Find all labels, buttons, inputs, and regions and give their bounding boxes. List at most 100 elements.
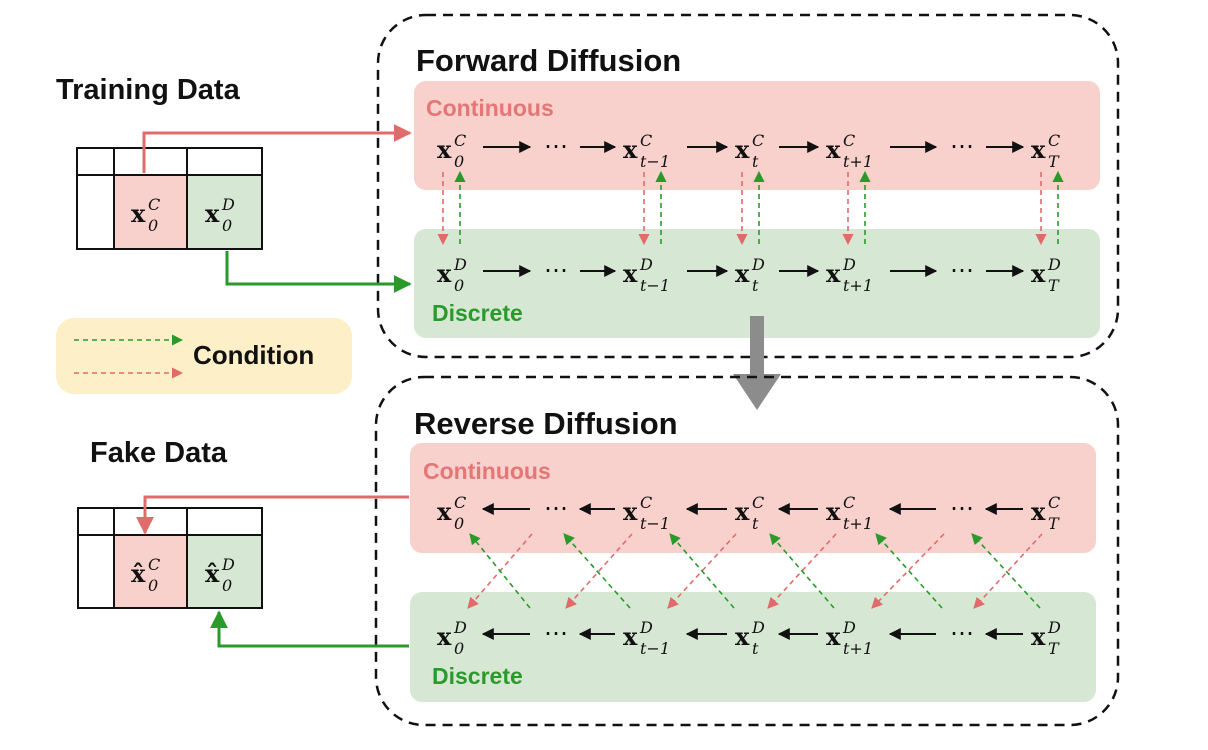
svg-text:C: C bbox=[1048, 493, 1060, 512]
svg-text:x: x bbox=[623, 135, 638, 164]
reverse-discrete-to-fake-arrow bbox=[210, 610, 409, 648]
svg-text:x: x bbox=[131, 199, 146, 228]
svg-text:x: x bbox=[437, 259, 452, 288]
svg-text:D: D bbox=[453, 255, 467, 274]
svg-text:x: x bbox=[826, 135, 841, 164]
reverse-condition-green-5 bbox=[971, 533, 1041, 609]
svg-text:D: D bbox=[639, 618, 653, 637]
fake-table-grid bbox=[77, 507, 263, 609]
reverse-discrete-panel bbox=[410, 592, 1096, 702]
svg-text:0: 0 bbox=[222, 576, 232, 595]
forward-dashed-border bbox=[376, 13, 1120, 359]
reverse-continuous-panel bbox=[410, 443, 1096, 553]
fake-cell-label-0: x̂C0 bbox=[131, 555, 160, 595]
svg-text:C: C bbox=[148, 555, 160, 574]
reverse-diffusion-block: Reverse Diffusion Continuous Discrete bbox=[374, 375, 1120, 727]
chain-arrows bbox=[481, 141, 1025, 640]
svg-text:x̂: x̂ bbox=[205, 559, 220, 588]
svg-text:t−1: t−1 bbox=[640, 639, 670, 658]
forward-continuous-ellipsis-1: ⋯ bbox=[950, 132, 974, 160]
forward-diffusion-block: Forward Diffusion Continuous Discrete bbox=[376, 13, 1120, 359]
svg-text:T: T bbox=[1048, 152, 1060, 171]
training-to-forward-discrete-arrow bbox=[225, 251, 412, 293]
reverse-condition-red-1 bbox=[565, 533, 633, 609]
training-data-title: Training Data bbox=[56, 74, 241, 106]
svg-text:0: 0 bbox=[454, 639, 464, 658]
svg-text:D: D bbox=[639, 255, 653, 274]
svg-text:x: x bbox=[1031, 622, 1046, 651]
forward-discrete-ellipsis-1: ⋯ bbox=[950, 256, 974, 284]
svg-text:t+1: t+1 bbox=[843, 639, 873, 658]
condition-arrows bbox=[437, 170, 1064, 609]
forward-discrete-ellipsis-0: ⋯ bbox=[544, 256, 568, 284]
svg-text:x: x bbox=[826, 622, 841, 651]
svg-text:t: t bbox=[752, 639, 759, 658]
reverse-continuous-ellipsis-0: ⋯ bbox=[544, 494, 568, 522]
reverse-continuous-label: Continuous bbox=[423, 458, 551, 484]
reverse-discrete-label: Discrete bbox=[432, 663, 523, 689]
forward-to-reverse-arrow bbox=[733, 316, 781, 410]
svg-text:T: T bbox=[1048, 276, 1060, 295]
reverse-title: Reverse Diffusion bbox=[414, 406, 678, 441]
training-cont-cell bbox=[114, 175, 187, 249]
svg-text:x: x bbox=[1031, 497, 1046, 526]
fake-disc-cell bbox=[187, 535, 262, 608]
reverse-condition-red-3 bbox=[767, 533, 837, 609]
svg-text:t+1: t+1 bbox=[843, 276, 873, 295]
svg-text:x̂: x̂ bbox=[131, 559, 146, 588]
svg-text:C: C bbox=[640, 493, 652, 512]
reverse-continuous-ellipsis-1: ⋯ bbox=[950, 494, 974, 522]
svg-text:D: D bbox=[751, 255, 765, 274]
svg-text:C: C bbox=[752, 493, 764, 512]
reverse-condition-green-1 bbox=[563, 533, 631, 609]
svg-text:C: C bbox=[454, 493, 466, 512]
reverse-discrete-ellipsis-0: ⋯ bbox=[544, 619, 568, 647]
svg-text:x: x bbox=[623, 622, 638, 651]
svg-text:x: x bbox=[437, 497, 452, 526]
svg-text:x: x bbox=[735, 622, 750, 651]
svg-text:x: x bbox=[735, 135, 750, 164]
svg-text:D: D bbox=[453, 618, 467, 637]
svg-text:D: D bbox=[221, 555, 235, 574]
reverse-condition-green-4 bbox=[875, 533, 943, 609]
reverse-dashed-border bbox=[374, 375, 1120, 727]
legend-box bbox=[56, 318, 352, 394]
svg-text:t+1: t+1 bbox=[843, 514, 873, 533]
training-to-forward-continuous-arrow bbox=[142, 124, 412, 173]
svg-text:x: x bbox=[1031, 259, 1046, 288]
svg-text:0: 0 bbox=[454, 152, 464, 171]
svg-text:C: C bbox=[752, 131, 764, 150]
svg-text:0: 0 bbox=[454, 514, 464, 533]
forward-title: Forward Diffusion bbox=[416, 43, 681, 78]
reverse-continuous-to-fake-arrow bbox=[136, 495, 409, 535]
fake-cont-cell bbox=[114, 535, 187, 608]
training-table-grid bbox=[76, 147, 263, 250]
legend-label: Condition bbox=[193, 340, 314, 370]
forward-discrete-panel bbox=[414, 229, 1100, 338]
svg-text:D: D bbox=[751, 618, 765, 637]
svg-text:D: D bbox=[842, 255, 856, 274]
svg-text:D: D bbox=[221, 195, 235, 214]
forward-discrete-label: Discrete bbox=[432, 300, 523, 326]
svg-text:t−1: t−1 bbox=[640, 514, 670, 533]
svg-text:x: x bbox=[826, 259, 841, 288]
